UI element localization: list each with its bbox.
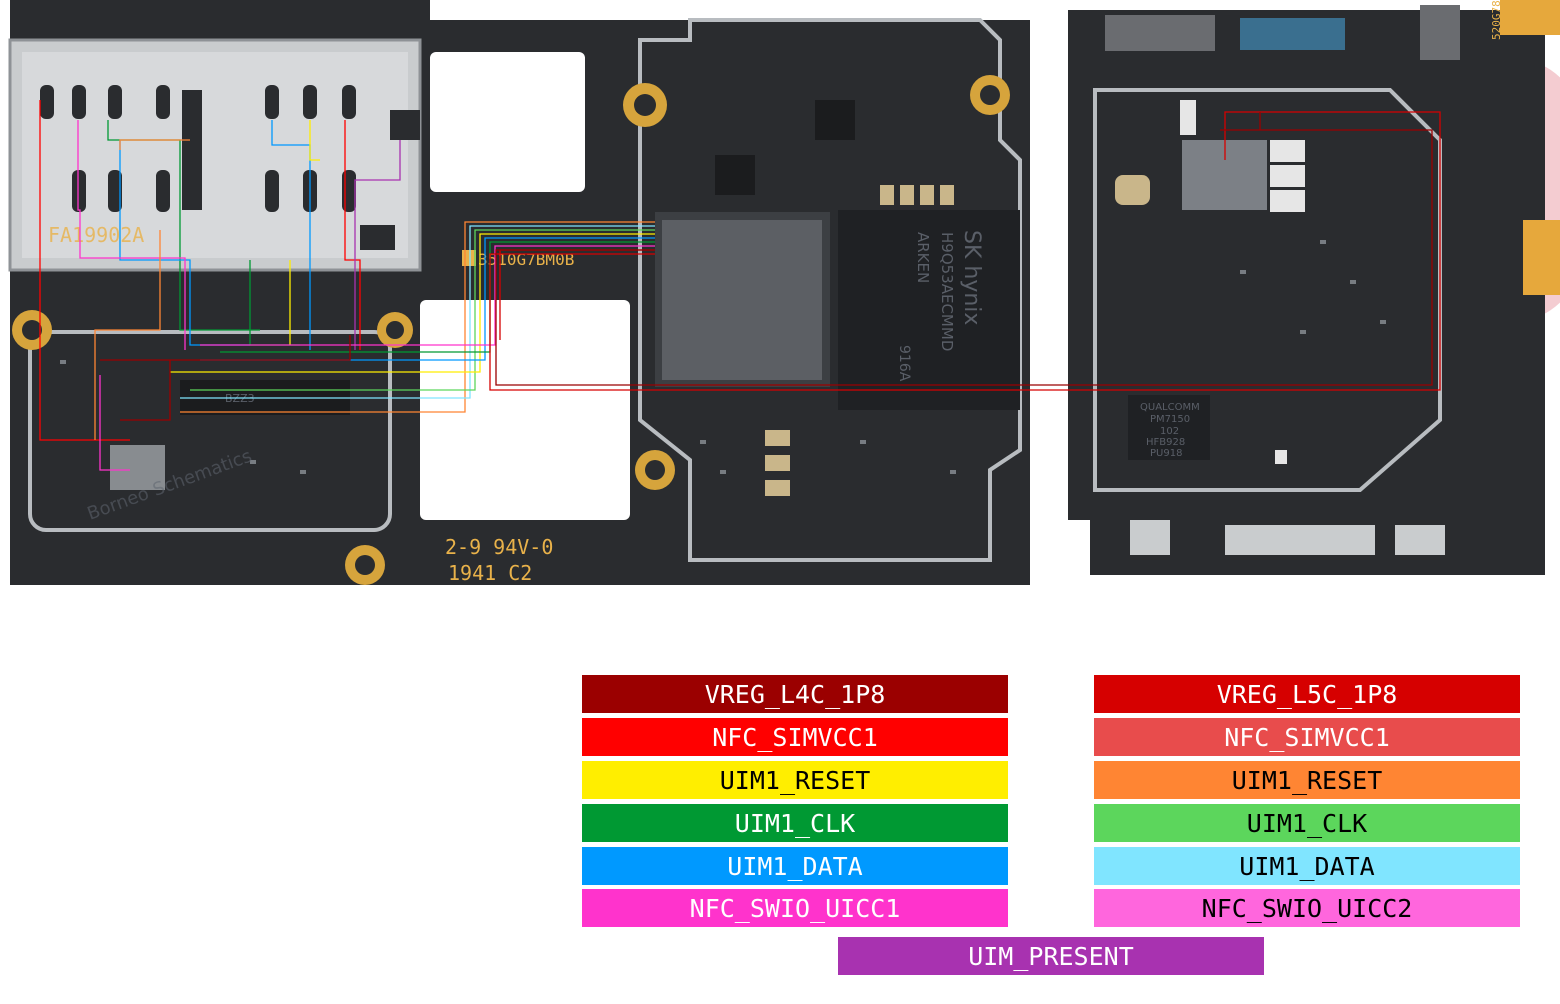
svg-text:PU918: PU918: [1150, 448, 1182, 459]
legend-item-uim-present: UIM_PRESENT: [838, 937, 1264, 975]
svg-text:H9Q53AECMMD: H9Q53AECMMD: [938, 232, 956, 351]
svg-text:1941 C2: 1941 C2: [448, 561, 532, 585]
pmic-chip: QUALCOMM PM7150 102 HFB928 PU918: [1128, 395, 1210, 460]
svg-text:HFB928: HFB928: [1146, 437, 1185, 448]
legend-item-uim1-data: UIM1_DATA: [582, 847, 1008, 885]
legend-item-uim1-clk-2: UIM1_CLK: [1094, 804, 1520, 842]
svg-text:102: 102: [1160, 426, 1179, 437]
legend-item-uim1-data-2: UIM1_DATA: [1094, 847, 1520, 885]
right-board: QUALCOMM PM7150 102 HFB928 PU918 520G78: [1068, 0, 1560, 575]
legend-item-nfc-simvcc1: NFC_SIMVCC1: [582, 718, 1008, 756]
svg-text:3510G7BM0B: 3510G7BM0B: [478, 250, 574, 269]
left-board: SK hynix H9Q53AECMMD ARKEN 916A BZZ3 FA1…: [8, 0, 1030, 585]
svg-text:FA19902A: FA19902A: [48, 223, 144, 247]
legend-item-uim1-reset: UIM1_RESET: [582, 761, 1008, 799]
svg-text:PM7150: PM7150: [1150, 414, 1190, 425]
signal-traces: [39, 100, 1441, 471]
pcb-board-photo: SK hynix H9Q53AECMMD ARKEN 916A BZZ3 FA1…: [8, 0, 1560, 585]
svg-text:916A: 916A: [896, 345, 912, 382]
legend-item-nfc-swio-uicc2: NFC_SWIO_UICC2: [1094, 889, 1520, 927]
legend-item-nfc-swio-uicc1: NFC_SWIO_UICC1: [582, 889, 1008, 927]
memory-chip: SK hynix H9Q53AECMMD ARKEN 916A: [838, 210, 1020, 410]
sim-card-holder: [8, 38, 422, 272]
legend-item-vreg-l5c-1p8: VREG_L5C_1P8: [1094, 675, 1520, 713]
legend-item-nfc-simvcc1-2: NFC_SIMVCC1: [1094, 718, 1520, 756]
svg-text:SK hynix: SK hynix: [959, 230, 984, 325]
legend-item-vreg-l4c-1p8: VREG_L4C_1P8: [582, 675, 1008, 713]
svg-text:ARKEN: ARKEN: [914, 232, 932, 283]
svg-text:QUALCOMM: QUALCOMM: [1140, 402, 1200, 413]
legend-item-uim1-reset-2: UIM1_RESET: [1094, 761, 1520, 799]
svg-text:2-9 94V-0: 2-9 94V-0: [445, 535, 553, 559]
legend-item-uim1-clk: UIM1_CLK: [582, 804, 1008, 842]
svg-text:520G78: 520G78: [1490, 0, 1503, 40]
soc-chip: [655, 212, 830, 387]
